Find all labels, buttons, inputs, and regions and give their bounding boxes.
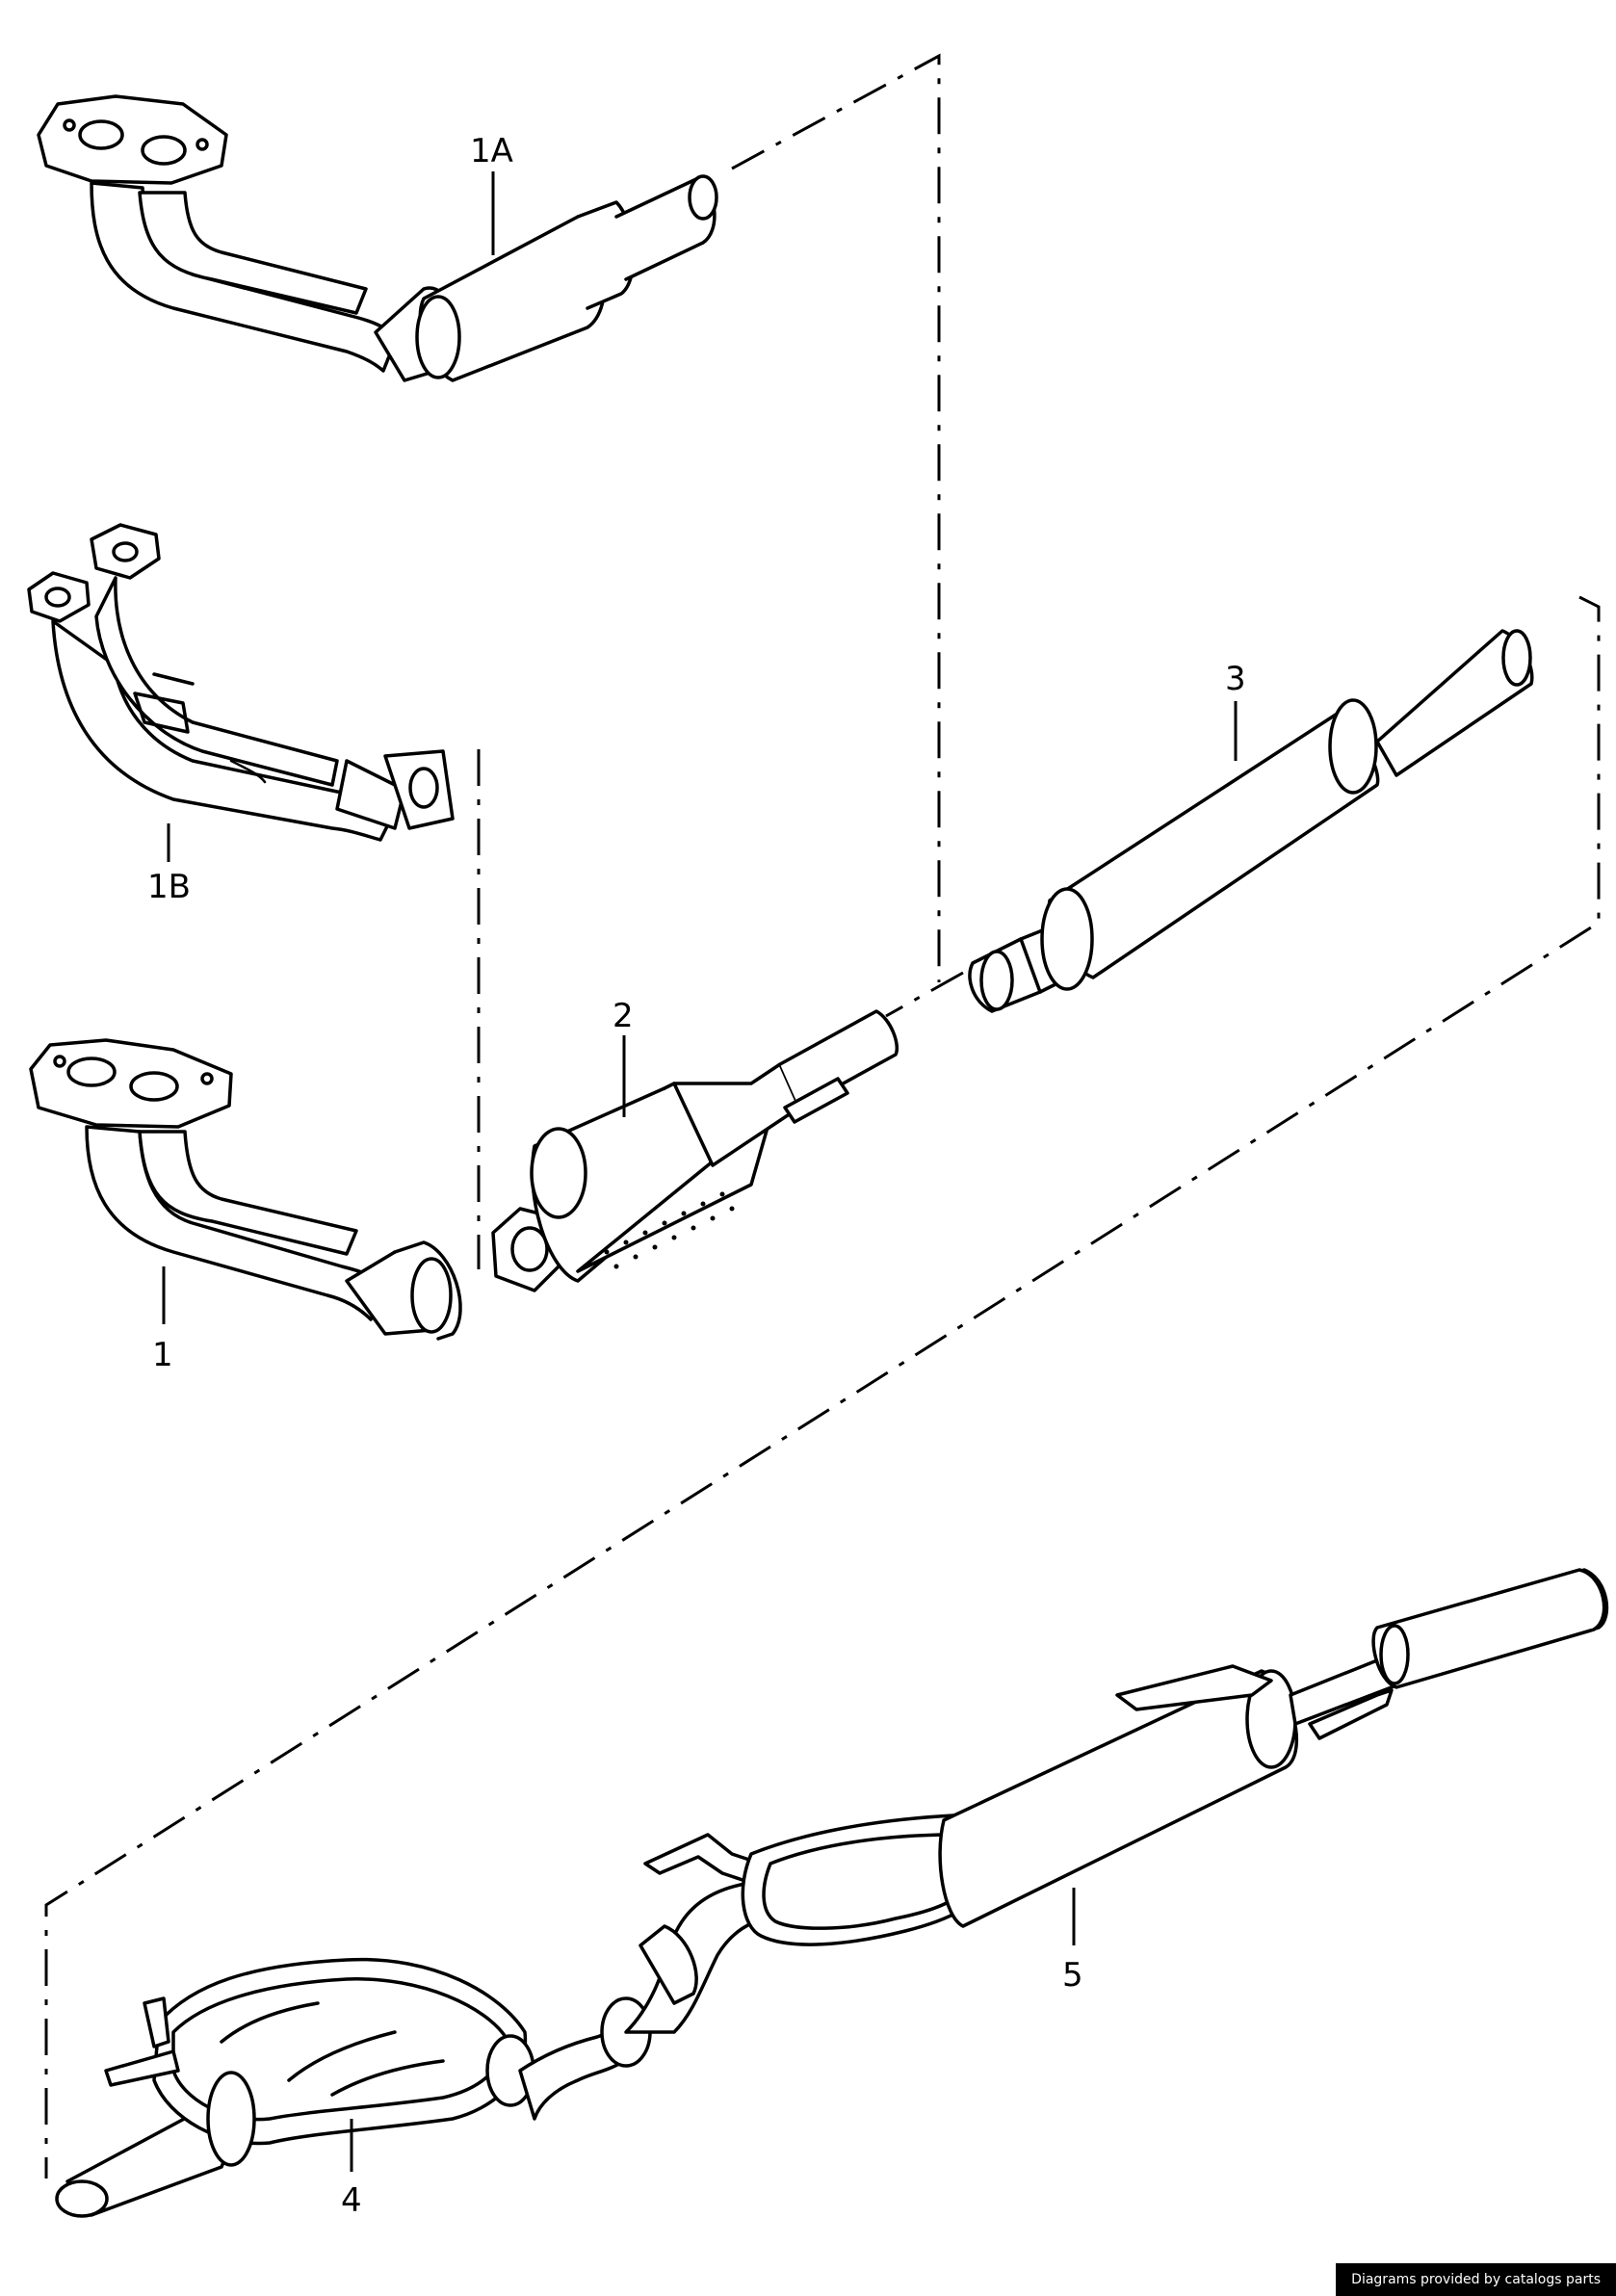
label-part-1b: 1B bbox=[147, 868, 191, 906]
assembly-guide-lines bbox=[44, 53, 1601, 2179]
label-part-2: 2 bbox=[613, 997, 634, 1035]
leader-lines bbox=[162, 171, 1238, 2172]
perforated-heat-shield bbox=[604, 1191, 735, 1269]
label-part-5: 5 bbox=[1062, 1956, 1083, 1995]
part-2-catalytic-converter bbox=[491, 1009, 899, 1292]
part-3-middle-silencer bbox=[968, 629, 1534, 1013]
part-4-front-silencer bbox=[55, 1957, 657, 2218]
part-1-manifold bbox=[29, 1038, 462, 1341]
part-1b-manifold bbox=[27, 523, 455, 842]
label-part-1: 1 bbox=[152, 1336, 173, 1374]
label-part-1a: 1A bbox=[470, 132, 513, 170]
part-1a-manifold-with-silencer bbox=[37, 94, 718, 382]
part-5-rear-silencer bbox=[624, 1568, 1609, 2034]
label-part-3: 3 bbox=[1225, 660, 1246, 698]
label-part-4: 4 bbox=[341, 2181, 362, 2220]
part-labels: 1A 1B 1 2 3 4 5 bbox=[147, 132, 1246, 2220]
diagram-credit: Diagrams provided by catalogs parts bbox=[1336, 2263, 1616, 2296]
